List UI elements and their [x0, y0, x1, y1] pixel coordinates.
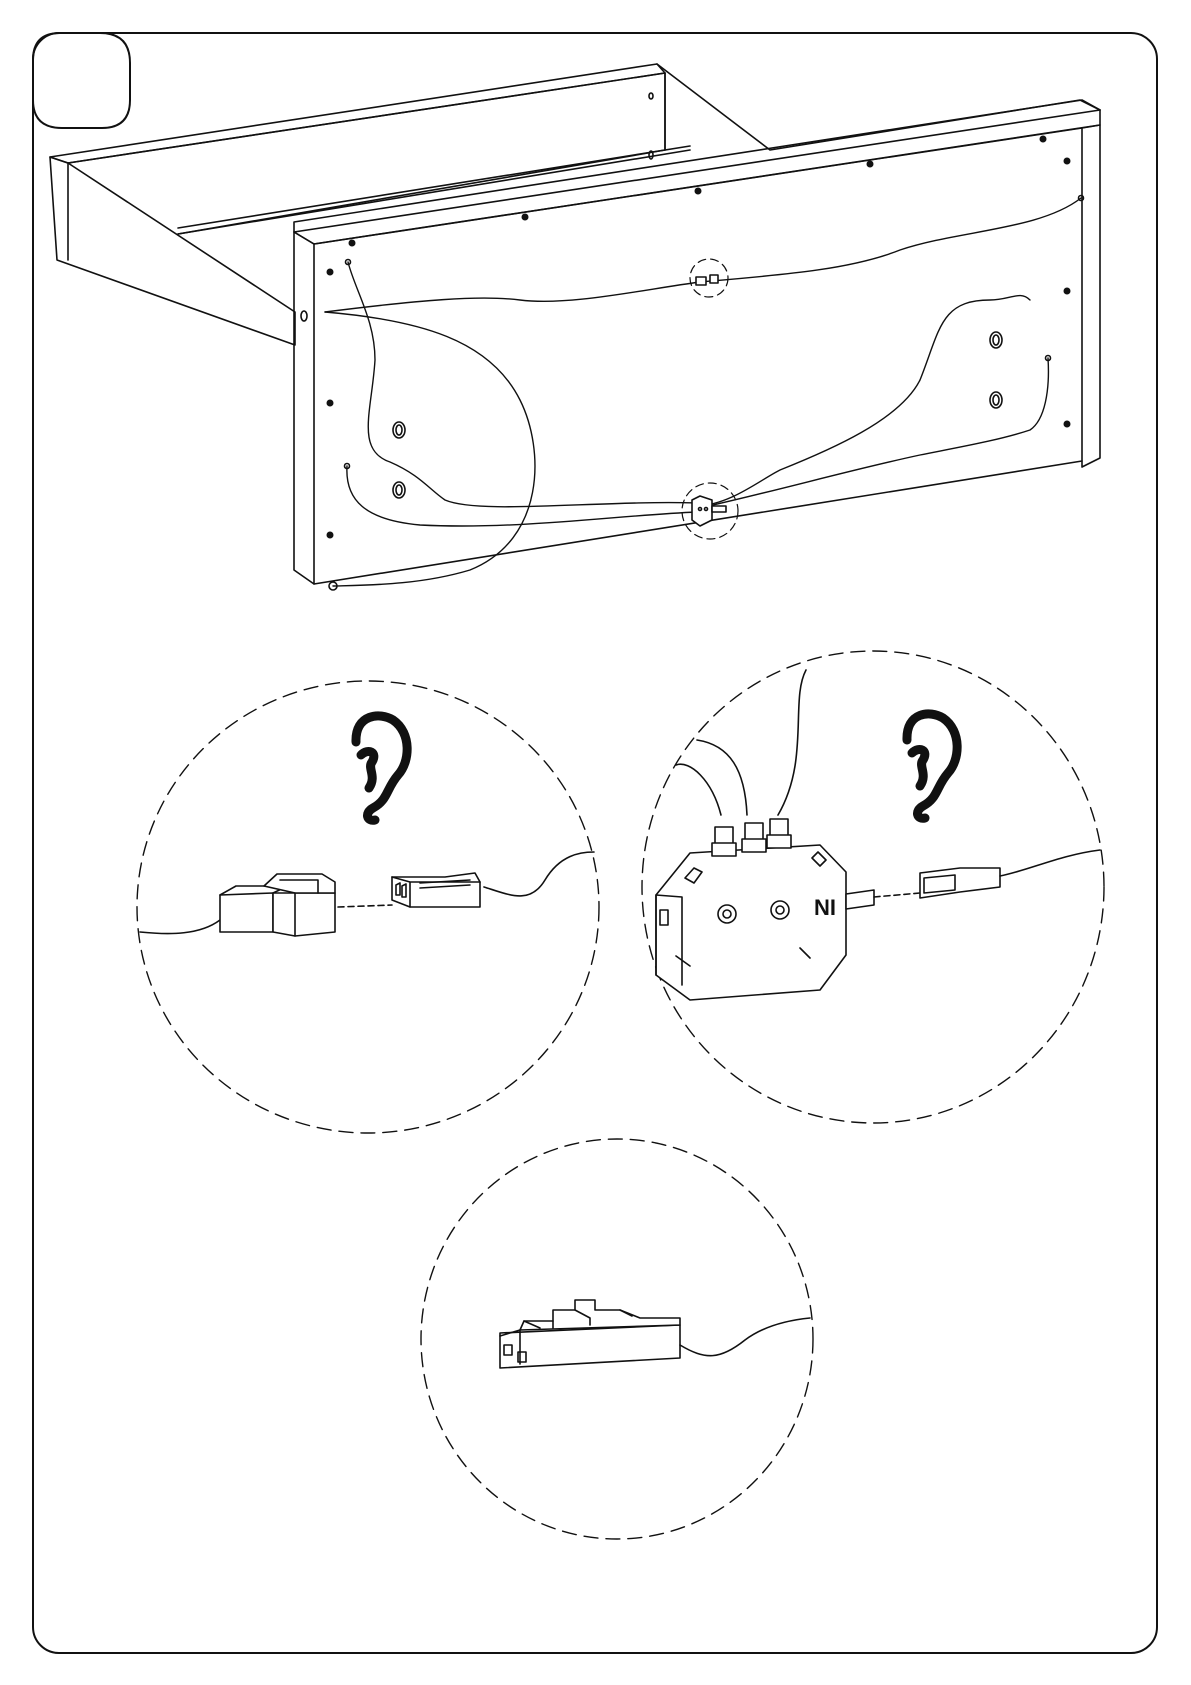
drawer-back-panel: [50, 64, 665, 163]
polarity-label: NI: [814, 895, 836, 920]
junction-box-icon: [656, 845, 846, 1000]
step-number-badge: [33, 33, 130, 128]
detail-callouts: [682, 259, 738, 539]
dowel-holes: [327, 136, 1071, 539]
junction-box-detail: NI: [642, 651, 1104, 1123]
junction-box-small: [692, 496, 726, 526]
ear-icon: [907, 714, 957, 818]
ear-icon: [356, 716, 407, 820]
screw-holes: [301, 93, 1002, 498]
connector-small: [696, 275, 718, 285]
single-connector-detail: [421, 1139, 813, 1539]
drawer-overview: [50, 64, 1100, 590]
drawer-left-side: [50, 157, 295, 345]
wire-fixing-points: [329, 196, 1084, 591]
page-frame: [33, 33, 1157, 1653]
drawer-front-panel: [294, 232, 314, 584]
connector-plug-detail: [137, 681, 599, 1133]
wiring-cables: [325, 198, 1081, 586]
drawer-front-top: [294, 100, 1100, 244]
